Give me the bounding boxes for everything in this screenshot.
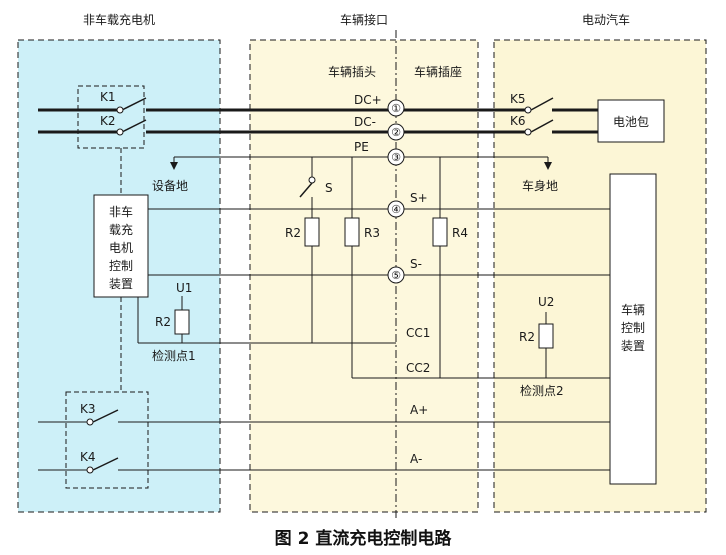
s-switch bbox=[299, 182, 313, 198]
vehicle-controller-line-1: 车辆 bbox=[621, 302, 645, 317]
k1-contact bbox=[116, 106, 124, 114]
figure-title: 图 2 直流充电控制电路 bbox=[275, 528, 453, 549]
k5-label: K5 bbox=[510, 92, 526, 106]
detect-point-2-label: 检测点2 bbox=[520, 383, 564, 398]
k3-label: K3 bbox=[80, 402, 96, 416]
svg-text:②: ② bbox=[391, 126, 401, 139]
dc-pos-label: DC+ bbox=[354, 93, 382, 107]
k3-contact bbox=[86, 418, 94, 426]
r4-resistor bbox=[432, 217, 448, 247]
charger-controller-line-1: 非车 bbox=[109, 204, 133, 219]
cc2-label: CC2 bbox=[406, 361, 430, 375]
s-switch-contact bbox=[308, 176, 316, 184]
k2-switch bbox=[121, 119, 147, 133]
k6-switch bbox=[530, 119, 554, 133]
a-pos-label: A+ bbox=[410, 403, 428, 417]
k5-contact bbox=[524, 106, 532, 114]
pin-5: ⑤ bbox=[387, 266, 405, 284]
plug-r2-resistor bbox=[304, 217, 320, 247]
u2-label: U2 bbox=[538, 295, 554, 309]
pe-label: PE bbox=[354, 140, 369, 154]
battery-pack bbox=[597, 99, 665, 143]
battery-label: 电池包 bbox=[613, 115, 649, 129]
k3-switch bbox=[92, 409, 119, 423]
socket-label: 车辆插座 bbox=[414, 64, 462, 79]
detect-point-1-label: 检测点1 bbox=[152, 348, 196, 363]
a-neg-label: A- bbox=[410, 452, 422, 466]
ev-heading: 电动汽车 bbox=[582, 12, 630, 27]
k1-label: K1 bbox=[100, 90, 116, 104]
svg-text:⑤: ⑤ bbox=[391, 269, 401, 282]
k1-switch bbox=[121, 97, 147, 111]
k1-k2-box bbox=[77, 85, 145, 149]
r1-resistor bbox=[174, 309, 190, 335]
charger-controller-line-4: 控制 bbox=[109, 259, 133, 273]
r4-label: R4 bbox=[452, 226, 468, 240]
k6-contact bbox=[524, 128, 532, 136]
r3-label: R3 bbox=[364, 226, 380, 240]
interface-heading: 车辆接口 bbox=[340, 12, 388, 27]
pin-4: ④ bbox=[387, 200, 405, 218]
pin-2: ② bbox=[387, 123, 405, 141]
r1-label: R2 bbox=[155, 315, 171, 329]
svg-text:③: ③ bbox=[391, 151, 401, 164]
charger-controller-line-5: 装置 bbox=[109, 277, 133, 291]
k4-switch bbox=[92, 457, 119, 471]
k2-contact bbox=[116, 128, 124, 136]
dc-neg-label: DC- bbox=[354, 115, 376, 129]
k4-label: K4 bbox=[80, 450, 96, 464]
device-ground-label: 设备地 bbox=[152, 179, 188, 193]
k5-switch bbox=[530, 97, 554, 111]
r2-vehicle-label: R2 bbox=[519, 330, 535, 344]
svg-text:④: ④ bbox=[391, 203, 401, 216]
plug-label: 车辆插头 bbox=[328, 64, 376, 79]
pin-1: ① bbox=[387, 99, 405, 117]
charger-controller-line-2: 载充 bbox=[109, 222, 133, 237]
body-ground-label: 车身地 bbox=[522, 178, 558, 193]
s-pos-label: S+ bbox=[410, 191, 428, 205]
charger-heading: 非车载充电机 bbox=[83, 12, 155, 27]
r2-vehicle-resistor bbox=[538, 323, 554, 349]
cc1-label: CC1 bbox=[406, 326, 430, 340]
vehicle-controller-line-2: 控制 bbox=[621, 321, 645, 335]
k2-label: K2 bbox=[100, 114, 116, 128]
s-neg-label: S- bbox=[410, 257, 422, 271]
vehicle-controller-line-3: 装置 bbox=[621, 339, 645, 353]
svg-text:①: ① bbox=[391, 102, 401, 115]
charger-controller-line-3: 电机 bbox=[109, 241, 133, 255]
r3-resistor bbox=[344, 217, 360, 247]
k3-k4-box bbox=[65, 391, 149, 489]
vehicle-controller bbox=[609, 173, 657, 485]
plug-r2-label: R2 bbox=[285, 226, 301, 240]
pin-3: ③ bbox=[387, 148, 405, 166]
k6-label: K6 bbox=[510, 114, 526, 128]
u1-label: U1 bbox=[176, 281, 192, 295]
s-label: S bbox=[325, 181, 333, 195]
k4-contact bbox=[86, 466, 94, 474]
